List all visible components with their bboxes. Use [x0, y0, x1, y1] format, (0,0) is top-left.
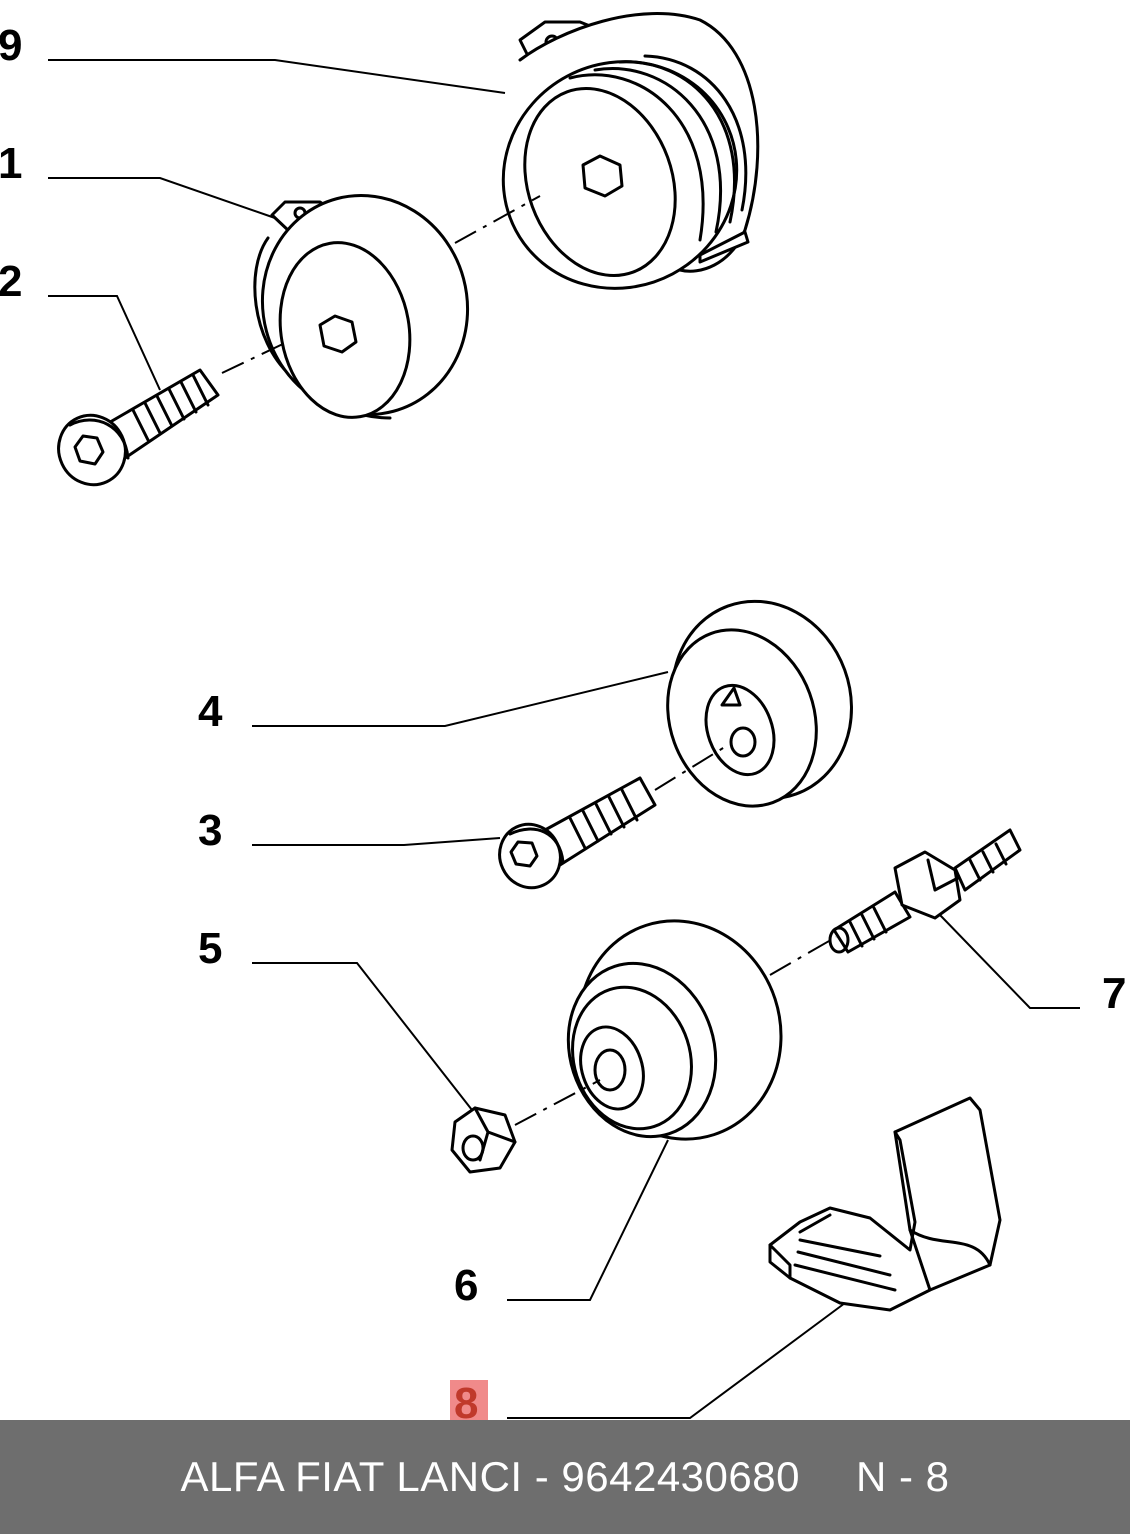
tensioner-pulley-small [253, 194, 470, 420]
tensioner-pulley-large [501, 12, 760, 290]
callout-9: 9 [0, 21, 22, 70]
callout-6: 6 [454, 1261, 478, 1310]
hex-nut [450, 1106, 517, 1174]
footer-reference: N - 8 [855, 1453, 950, 1500]
callout-8-highlight [450, 1380, 488, 1420]
callout-4: 4 [198, 687, 223, 736]
callout-3: 3 [198, 806, 222, 855]
idler-pulley-upper [666, 599, 853, 808]
axis-lines [221, 195, 837, 1126]
stud [828, 828, 1022, 954]
idler-pulley-lower [566, 919, 783, 1141]
callout-7: 7 [1102, 969, 1126, 1018]
callout-1: 1 [0, 139, 22, 188]
bolt-upper [57, 368, 220, 487]
leader-lines [48, 59, 1080, 1419]
parts-exploded-diagram: 9 1 2 4 3 5 7 6 8 [0, 12, 1126, 1420]
footer-part-info: ALFA FIAT LANCI - 9642430680 [180, 1453, 800, 1500]
bolt-middle [498, 776, 657, 890]
callout-8: 8 [454, 1379, 478, 1420]
callout-5: 5 [198, 924, 222, 973]
footer-bar: ALFA FIAT LANCI - 9642430680 N - 8 [0, 1420, 1130, 1534]
callout-2: 2 [0, 257, 22, 306]
ribbed-belt [768, 1096, 1002, 1312]
